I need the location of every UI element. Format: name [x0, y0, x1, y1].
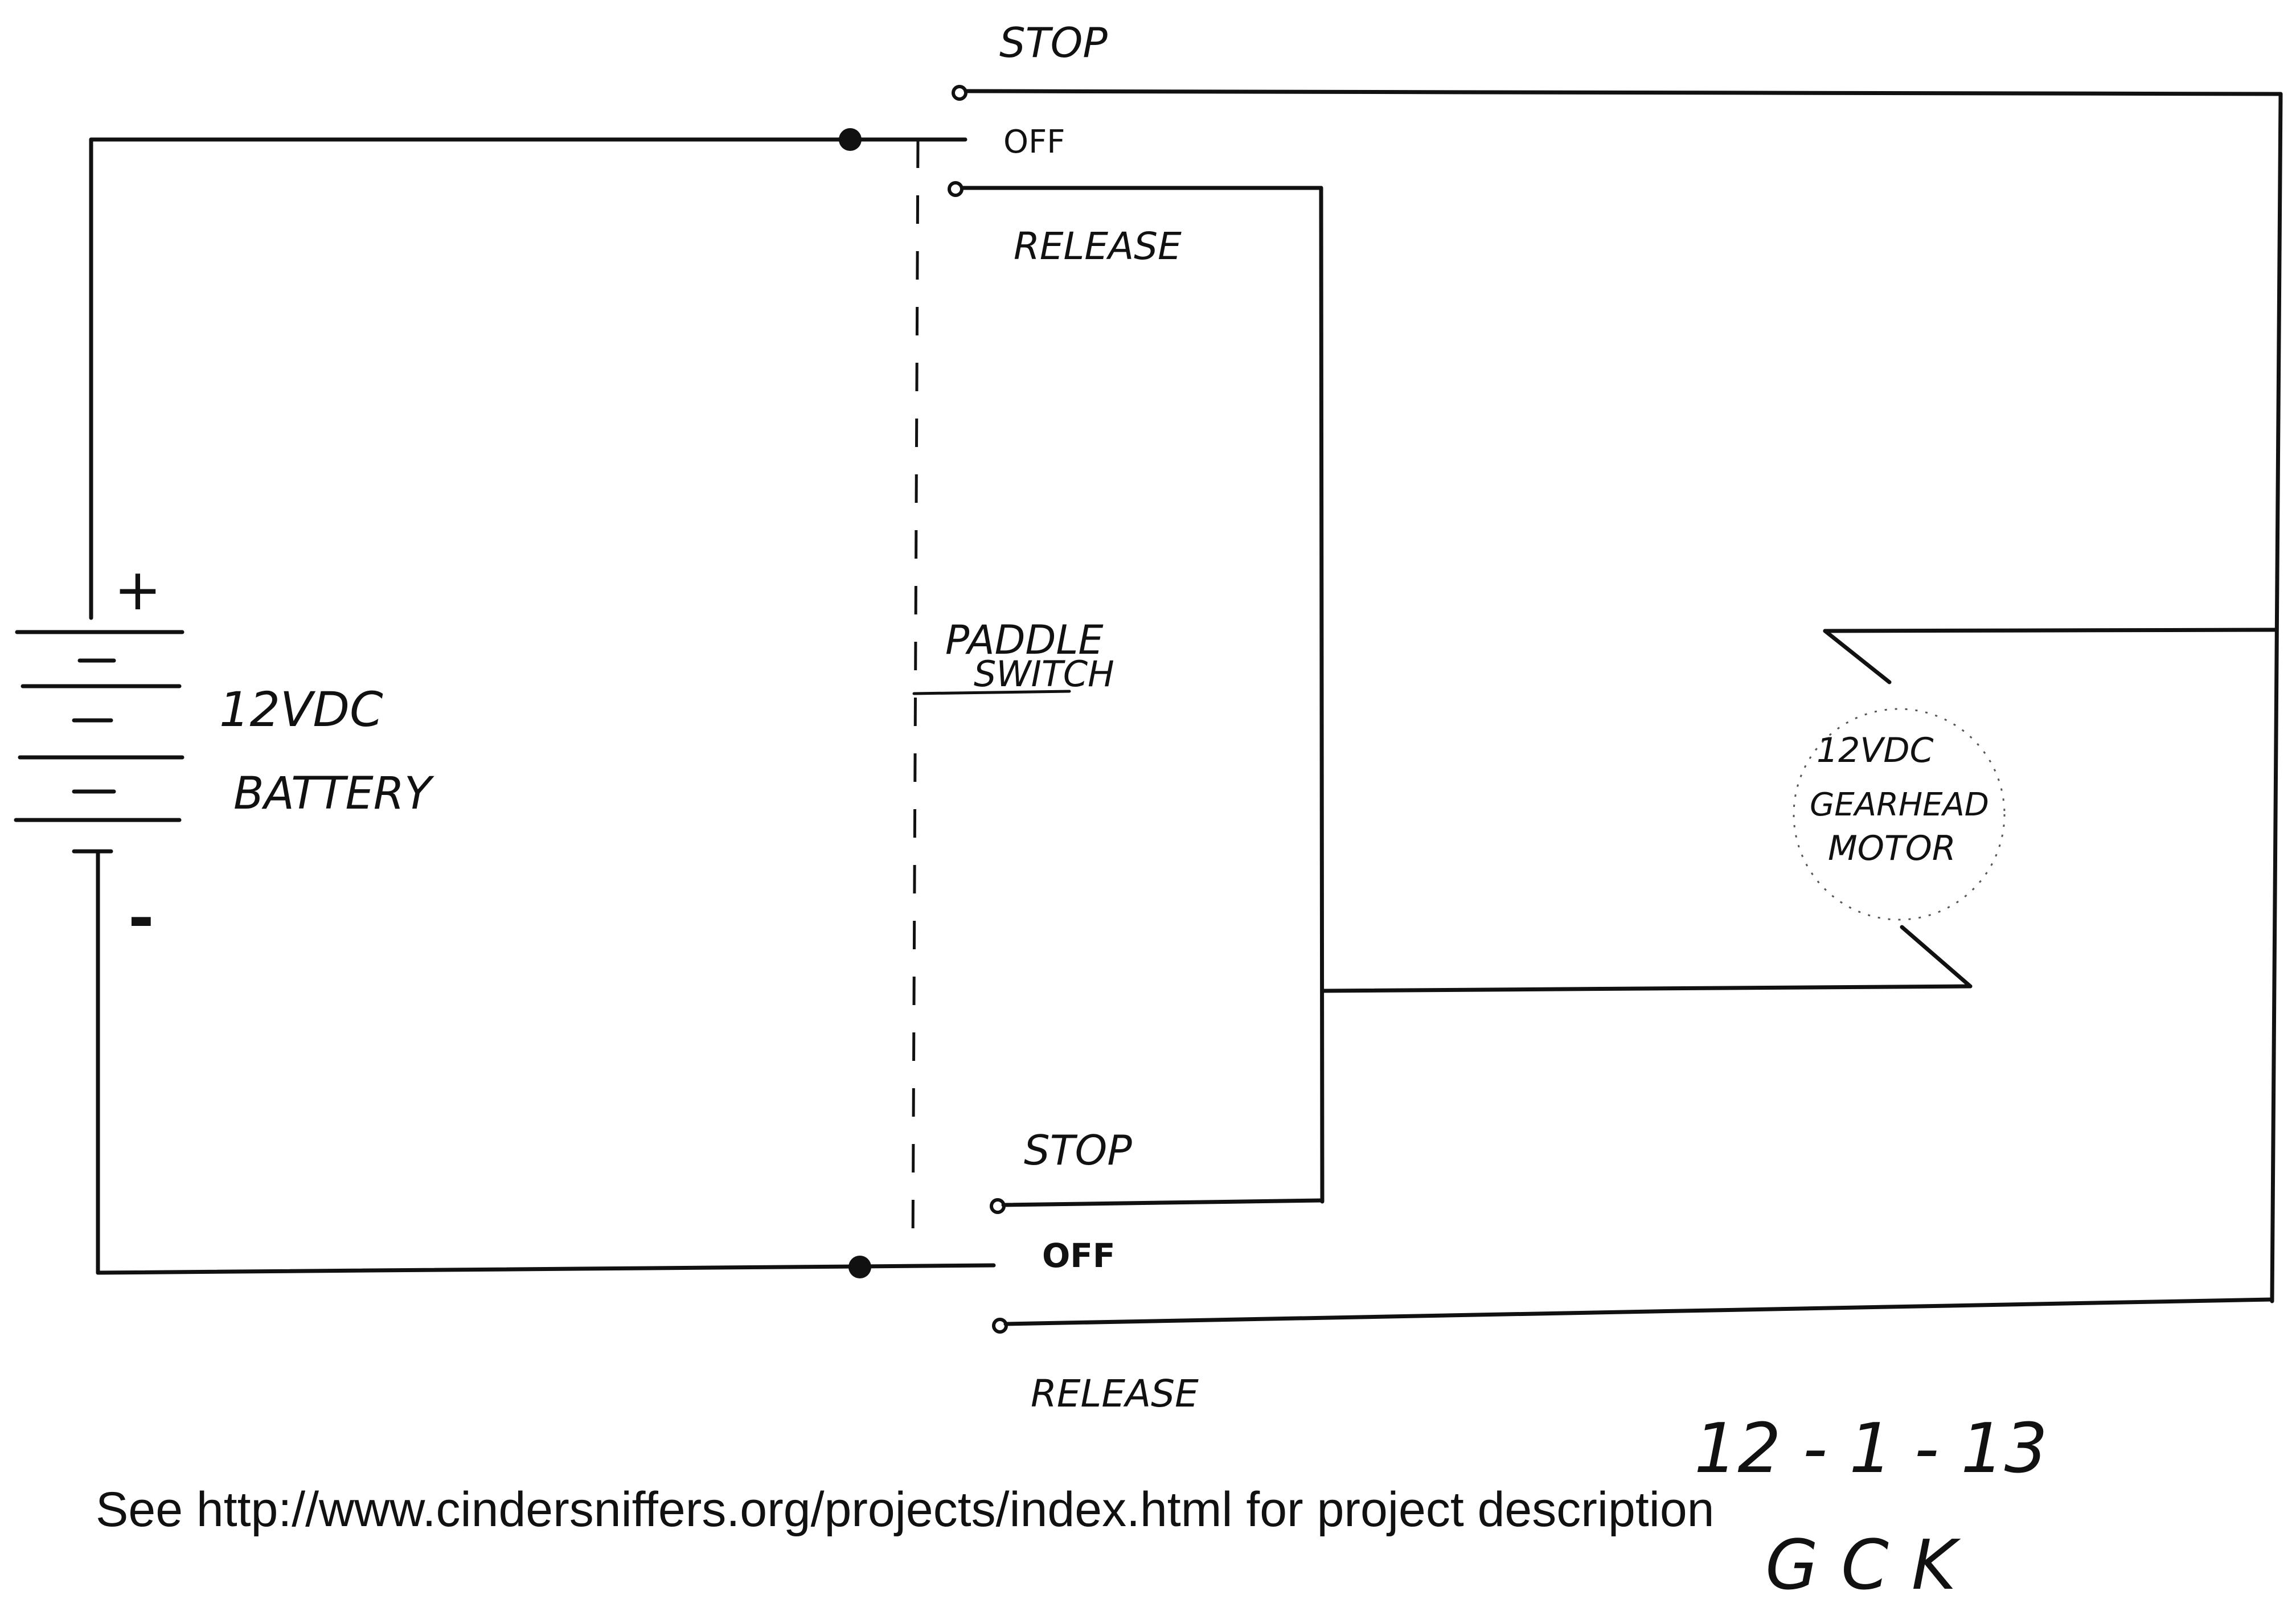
battery-minus-label: - — [128, 882, 154, 954]
bottom-off-label: OFF — [1042, 1236, 1116, 1275]
bottom-feed-wire — [96, 1263, 996, 1275]
paddle-switch-linkage — [911, 139, 920, 1253]
motor-upper-lead — [1823, 629, 1892, 684]
drawing-date: 12 - 1 - 13 — [1694, 1409, 2048, 1489]
middle-bus-wire — [1319, 186, 1325, 1204]
paddle-switch-pointer — [912, 690, 1071, 695]
bottom-release-terminal — [992, 1318, 1008, 1334]
motor-lower-lead — [1900, 925, 1973, 989]
motor-symbol — [1793, 708, 2006, 921]
top-junction-dot — [839, 128, 862, 151]
motor-type-label: GEARHEAD — [1810, 786, 1989, 823]
top-stop-wire — [964, 89, 2283, 96]
bottom-release-wire — [1003, 1297, 2274, 1326]
bottom-stop-wire — [1001, 1198, 1325, 1207]
project-description-note: See http://www.cindersniffers.org/projec… — [96, 1482, 1715, 1537]
right-rail-wire — [2270, 92, 2283, 1303]
motor-to-rail-wire — [1823, 628, 2277, 633]
paddle-switch-label-line2: SWITCH — [974, 653, 1114, 695]
drafter-initials: GCK — [1765, 1526, 1979, 1599]
bottom-stop-label: STOP — [1024, 1126, 1132, 1174]
top-off-label: OFF — [1003, 124, 1065, 161]
bottom-junction-dot — [848, 1256, 871, 1278]
bottom-release-label: RELEASE — [1031, 1372, 1199, 1416]
paddle-switch-label-line1: PADDLE — [945, 617, 1104, 663]
motor-to-bus-wire — [1320, 984, 1973, 993]
battery-type-label: BATTERY — [233, 768, 434, 819]
top-release-terminal — [948, 181, 964, 197]
motor-voltage-label: 12VDC — [1817, 731, 1934, 770]
top-stop-terminal — [952, 85, 967, 101]
top-release-label: RELEASE — [1014, 224, 1182, 268]
battery-plus-label: + — [114, 556, 162, 623]
top-stop-label: STOP — [999, 19, 1108, 67]
battery-voltage-label: 12VDC — [219, 682, 383, 737]
battery-symbol — [14, 137, 184, 1275]
motor-label: MOTOR — [1828, 829, 1956, 868]
